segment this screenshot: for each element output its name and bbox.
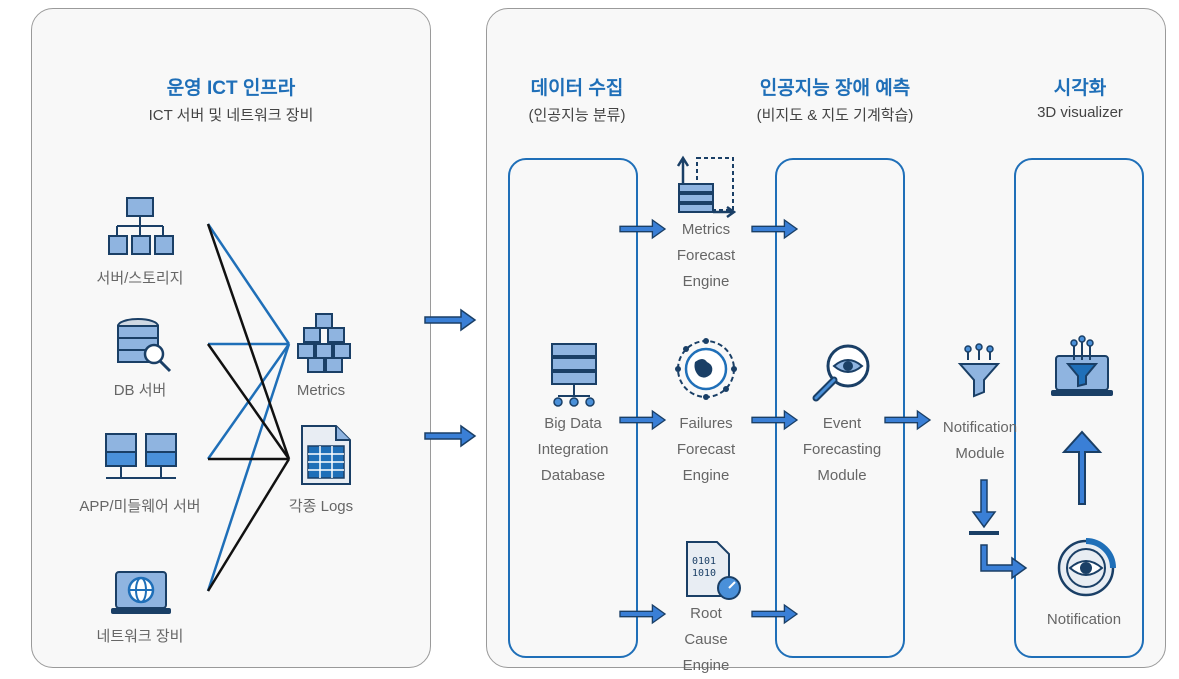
- notification-line1: Notification: [1046, 611, 1122, 628]
- source-server-storage: 서버/스토리지: [96, 270, 184, 287]
- server-network-icon: [104, 432, 178, 491]
- root-engine-label: Root Cause Engine: [656, 601, 756, 679]
- notify-module-line2: Module: [955, 445, 1005, 462]
- log-document-icon: [300, 424, 352, 491]
- collection-title: 데이터 수집: [530, 78, 624, 99]
- event-module-label: Event Forecasting Module: [792, 411, 892, 489]
- database-line3: Database: [540, 467, 606, 484]
- binary-file-icon: 0101 1010: [685, 540, 743, 605]
- globe-laptop-icon: [110, 570, 172, 623]
- failures-engine-line1: Failures: [679, 415, 733, 432]
- output-metrics: Metrics: [296, 382, 346, 399]
- infrastructure-title: 운영 ICT 인프라: [166, 78, 296, 99]
- database-stack-icon: [548, 342, 600, 413]
- collection-subtitle: (인공지능 분류): [528, 107, 626, 124]
- root-engine-line1: Root: [690, 605, 722, 622]
- arrow-to-collection-1: [424, 309, 476, 331]
- source-network-equipment: 네트워크 장비: [96, 628, 184, 645]
- funnel-icon: [956, 343, 1002, 403]
- connection-lines: [206, 223, 291, 592]
- eye-target-icon: [1056, 538, 1116, 603]
- infrastructure-panel: [31, 8, 431, 668]
- metrics-engine-label: Metrics Forecast Engine: [656, 217, 756, 295]
- failures-engine-label: Failures Forecast Engine: [656, 411, 756, 489]
- database-line2: Integration: [537, 441, 609, 458]
- visualization-subtitle: 3D visualizer: [1037, 104, 1123, 121]
- svg-text:0101: 0101: [692, 556, 716, 567]
- event-line3: Module: [817, 467, 867, 484]
- notification-module-label: Notification Module: [930, 415, 1030, 467]
- event-line2: Forecasting: [802, 441, 882, 458]
- output-logs: 각종 Logs: [288, 498, 354, 515]
- database-label: Big Data Integration Database: [513, 411, 633, 489]
- data-flow-icon: [676, 155, 737, 221]
- database-search-icon: [116, 318, 174, 379]
- root-engine-line2: Cause: [684, 631, 728, 648]
- notification-label: Notification: [1029, 607, 1139, 633]
- metrics-engine-line3: Engine: [682, 273, 730, 290]
- notify-module-line1: Notification: [942, 419, 1018, 436]
- source-app-middleware: APP/미들웨어 서버: [79, 498, 201, 515]
- globe-network-icon: [675, 338, 737, 405]
- source-db-server: DB 서버: [113, 382, 167, 399]
- failures-engine-line3: Engine: [682, 467, 730, 484]
- infrastructure-subtitle: ICT 서버 및 네트워크 장비: [148, 107, 314, 124]
- flow-arrows: [424, 219, 1103, 624]
- metrics-engine-line2: Forecast: [676, 247, 736, 264]
- cubes-icon: [296, 312, 354, 379]
- pipeline-panel: [486, 8, 1166, 668]
- prediction-title: 인공지능 장애 예측: [759, 78, 911, 99]
- laptop-funnel-icon: [1050, 335, 1114, 403]
- arrow-to-collection-2: [424, 425, 476, 447]
- event-line1: Event: [822, 415, 862, 432]
- visualization-title: 시각화: [1053, 78, 1107, 99]
- failures-engine-line2: Forecast: [676, 441, 736, 458]
- folder-tree-icon: [107, 196, 174, 263]
- magnifier-eye-icon: [810, 342, 872, 409]
- root-engine-line3: Engine: [682, 657, 730, 674]
- prediction-subtitle: (비지도 & 지도 기계학습): [756, 107, 914, 124]
- database-line1: Big Data: [544, 415, 602, 432]
- metrics-engine-line1: Metrics: [681, 221, 731, 238]
- svg-text:1010: 1010: [692, 568, 716, 579]
